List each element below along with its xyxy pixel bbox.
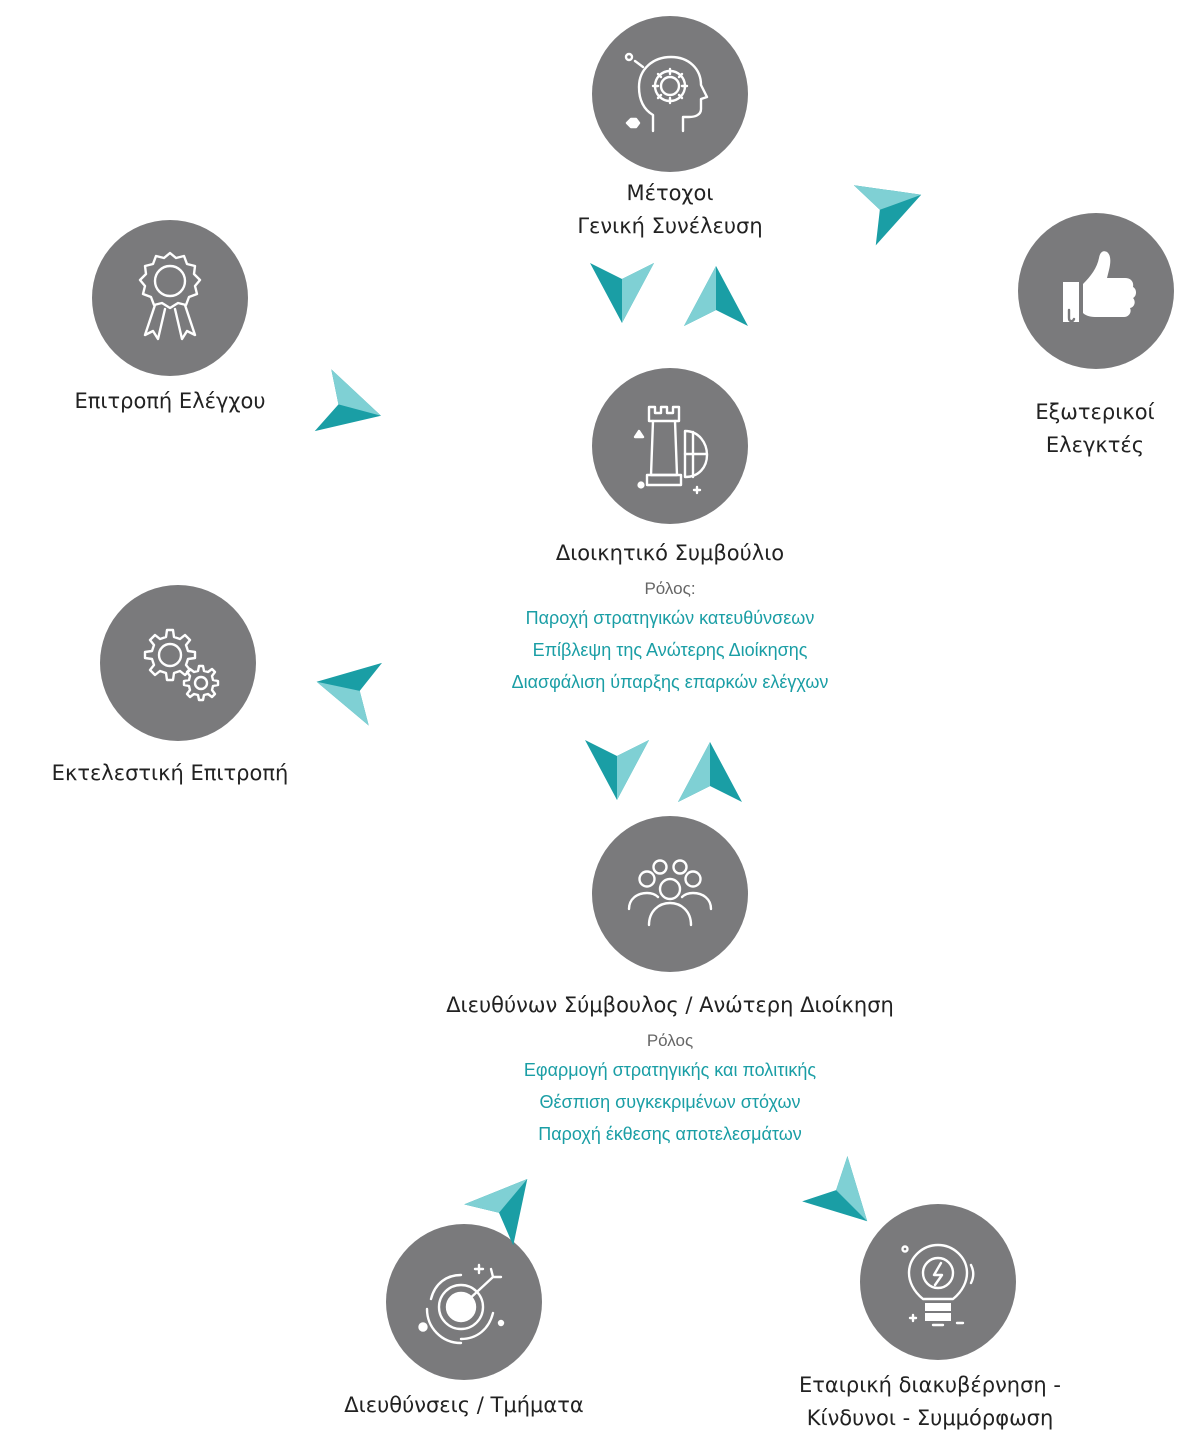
gears-icon xyxy=(143,628,220,702)
ceo-role-item: Θέσπιση συγκεκριμένων στόχων xyxy=(539,1092,801,1112)
shareholders-node xyxy=(592,16,748,172)
board-role-item: Διασφάλιση ύπαρξης επαρκών ελέγχων xyxy=(511,672,829,692)
award-ribbon-icon xyxy=(138,251,202,341)
board-role-item: Επίβλεψη της Ανώτερης Διοίκησης xyxy=(532,640,808,660)
ceo-node xyxy=(592,816,748,972)
head-gear-icon xyxy=(624,52,709,133)
governance-line2: Κίνδυνοι - Συμμόρφωση xyxy=(806,1406,1054,1430)
team-people-icon xyxy=(627,859,713,927)
thumbs-up-icon xyxy=(1063,251,1136,323)
arrow-board-to-shareholders xyxy=(684,266,748,326)
ceo-role-item: Εφαρμογή στρατηγικής και πολιτικής xyxy=(523,1060,817,1080)
chess-rook-chart-icon xyxy=(633,405,709,495)
board-role: Ρόλος: Παροχή στρατηγικών κατευθύνσεων Ε… xyxy=(420,575,920,698)
external-auditors-line2: Ελεγκτές xyxy=(1045,433,1145,457)
audit-committee-node xyxy=(92,220,248,376)
arrow-shareholders-to-auditors xyxy=(853,164,933,246)
ceo-role-label: Ρόλος xyxy=(646,1031,694,1050)
ceo-role: Ρόλος Εφαρμογή στρατηγικής και πολιτικής… xyxy=(420,1027,920,1150)
board-role-label: Ρόλος: xyxy=(644,579,696,598)
board-role-item: Παροχή στρατηγικών κατευθύνσεων xyxy=(525,608,815,628)
external-auditors-label: Εξωτερικοί Ελεγκτές xyxy=(985,396,1179,462)
governance-node xyxy=(860,1204,1016,1360)
arrow-board-to-executive xyxy=(310,650,382,726)
shareholders-label: Μέτοχοι Γενική Συνέλευση xyxy=(540,177,800,243)
board-node xyxy=(592,368,748,524)
departments-label: Διευθύνσεις / Τμήματα xyxy=(344,1393,584,1417)
governance-label: Εταιρική διακυβέρνηση - Κίνδυνοι - Συμμό… xyxy=(760,1369,1100,1435)
executive-committee-label: Εκτελεστική Επιτροπή xyxy=(51,761,289,785)
arrow-audit-to-board xyxy=(314,369,390,447)
board-title: Διοικητικό Συμβούλιο xyxy=(555,541,785,565)
external-auditors-node xyxy=(1018,213,1174,369)
lightbulb-icon xyxy=(901,1243,975,1327)
arrow-shareholders-to-board xyxy=(590,263,654,323)
external-auditors-line1: Εξωτερικοί xyxy=(1035,400,1155,424)
arrow-ceo-to-board xyxy=(678,742,742,802)
shareholders-line1: Μέτοχοι xyxy=(626,181,714,205)
ceo-title: Διευθύνων Σύμβουλος / Ανώτερη Διοίκηση xyxy=(446,993,894,1017)
arrow-ceo-to-governance xyxy=(802,1156,890,1244)
arrow-board-to-ceo xyxy=(585,740,649,800)
target-icon xyxy=(418,1263,505,1345)
departments-node xyxy=(386,1224,542,1380)
governance-line1: Εταιρική διακυβέρνηση - xyxy=(799,1373,1061,1397)
ceo-role-item: Παροχή έκθεσης αποτελεσμάτων xyxy=(538,1124,802,1144)
shareholders-line2: Γενική Συνέλευση xyxy=(577,214,763,238)
executive-committee-node xyxy=(100,585,256,741)
audit-committee-label: Επιτροπή Ελέγχου xyxy=(74,389,266,413)
